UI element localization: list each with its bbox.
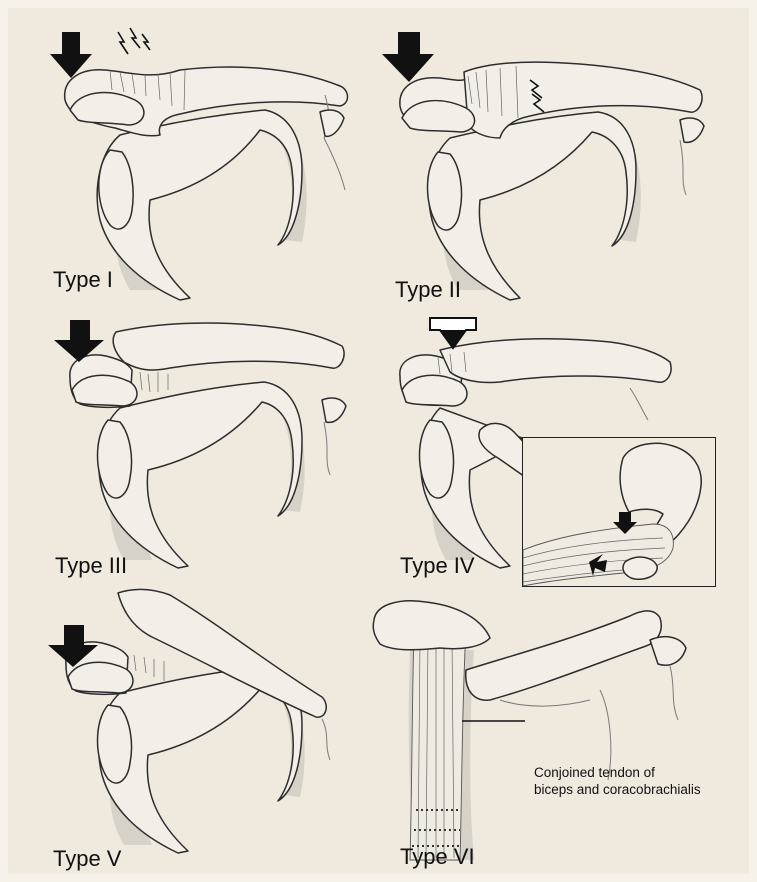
- callout-line-2: biceps and coracobrachialis: [534, 781, 701, 798]
- panel-label: Type III: [55, 553, 127, 579]
- shoulder-illustration-type-5: [40, 585, 370, 875]
- impact-lightning-icon: [118, 28, 150, 54]
- shoulder-illustration-type-2: [380, 20, 720, 305]
- callout-line-1: Conjoined tendon of: [534, 764, 701, 781]
- panel-type-3: Type III: [40, 310, 370, 590]
- shoulder-illustration-type-1: [40, 20, 370, 305]
- inset-illustration: [523, 438, 715, 586]
- panel-label: Type IV: [400, 553, 475, 579]
- panel-label: Type I: [53, 267, 113, 293]
- shoulder-illustration-type-6: [370, 590, 730, 875]
- panel-type-5: Type V: [40, 585, 370, 875]
- shoulder-illustration-type-3: [40, 310, 370, 590]
- inset-detail-box: [522, 437, 716, 587]
- panel-type-6: Conjoined tendon of biceps and coracobra…: [370, 590, 730, 875]
- panel-type-2: Type II: [380, 20, 720, 305]
- tendon-callout: Conjoined tendon of biceps and coracobra…: [534, 764, 701, 798]
- panel-label: Type II: [395, 277, 461, 303]
- down-arrow-icon: [382, 32, 434, 82]
- panel-type-1: Type I: [40, 20, 370, 305]
- panel-label: Type V: [53, 846, 121, 872]
- panel-label: Type VI: [400, 844, 475, 870]
